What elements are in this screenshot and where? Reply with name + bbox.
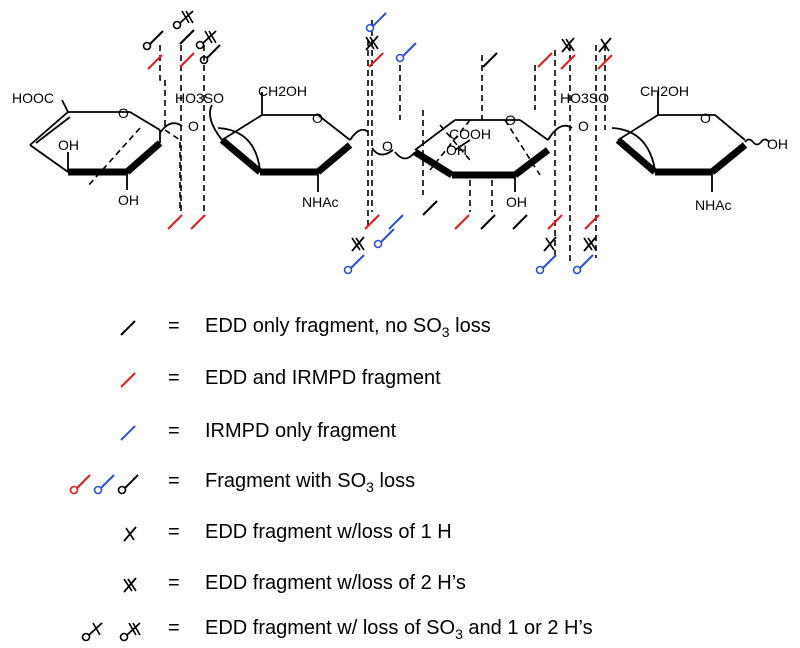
legend-entry-edd-irmpd: EDD and IRMPD fragment xyxy=(205,367,441,389)
carboxyl-label: COOH xyxy=(449,126,491,142)
red-fragment-slash xyxy=(179,52,195,68)
oligosaccharide-structure: HOOC O OH OH O HO3SO CH2OH O NHAc O xyxy=(12,10,788,275)
glycosidic-oxygen-label: O xyxy=(188,118,199,134)
so3-loss-fragment-marker xyxy=(199,44,221,65)
blue-so3-loss-marker xyxy=(535,254,557,275)
red-fragment-slash xyxy=(560,54,576,70)
fragment-markers xyxy=(142,10,613,275)
cross-ring-cleavage-lines xyxy=(87,119,541,187)
legend-black-slash-icon xyxy=(120,320,136,336)
red-fragment-slash xyxy=(190,214,206,230)
double-hash-marker xyxy=(351,236,365,252)
red-fragment-slash xyxy=(537,52,553,68)
so3-h-loss-marker xyxy=(172,10,194,30)
fragment-slash xyxy=(480,214,496,230)
ring-oxygen-label: O xyxy=(118,105,129,121)
legend-entry-so3-and-h-loss: EDD fragment w/ loss of SO3 and 1 or 2 H… xyxy=(205,617,593,642)
legend-entry-so3-loss: Fragment with SO3 loss xyxy=(205,470,415,495)
legend-blue-circle-slash-icon xyxy=(93,474,115,495)
double-hash-marker xyxy=(561,37,575,53)
red-fragment-slash xyxy=(167,214,183,230)
legend-single-hash-icon xyxy=(123,526,137,542)
legend-equals: = xyxy=(168,367,180,389)
single-hash-marker xyxy=(543,236,557,252)
red-fragment-slash xyxy=(454,214,470,230)
sulfate-label: HO3SO xyxy=(175,90,224,106)
single-hash-marker xyxy=(598,37,612,53)
ring-4: HO3SO CH2OH O NHAc OH xyxy=(560,83,788,213)
blue-so3-loss-marker xyxy=(343,254,365,275)
fragment-slash xyxy=(422,200,438,216)
hydroxyl-label: OH xyxy=(58,137,79,153)
legend-circle-double-hash-icon xyxy=(119,622,141,642)
legend-entry-loss-2h: EDD fragment w/loss of 2 H’s xyxy=(205,572,466,594)
ring-oxygen-label: O xyxy=(505,112,516,128)
sulfate-label: HO3SO xyxy=(560,90,609,106)
red-fragment-slash xyxy=(584,214,600,230)
blue-so3-loss-marker xyxy=(395,42,417,63)
hydroxyl-label: OH xyxy=(767,136,788,152)
glycosidic-oxygen-label: O xyxy=(382,138,393,154)
legend-equals: = xyxy=(168,572,180,594)
legend-entry-edd-only: EDD only fragment, no SO3 loss xyxy=(205,315,491,340)
double-hash-marker xyxy=(583,236,597,252)
legend-equals: = xyxy=(168,521,180,543)
legend-circle-single-hash-icon xyxy=(81,622,103,642)
red-fragment-slash xyxy=(547,214,563,230)
legend: = EDD only fragment, no SO3 loss = EDD a… xyxy=(69,315,593,642)
hydroxyl-label: OH xyxy=(506,194,527,210)
ch2oh-label: CH2OH xyxy=(640,83,689,99)
nhac-label: NHAc xyxy=(695,197,732,213)
hydroxyl-label: OH xyxy=(118,192,139,208)
double-hash-marker xyxy=(365,35,379,51)
ring-2: HO3SO CH2OH O NHAc xyxy=(175,83,369,210)
fragment-slash xyxy=(179,29,195,45)
red-fragment-slash xyxy=(364,214,380,230)
blue-fragment-slash xyxy=(388,214,404,230)
glycosidic-oxygen-label: O xyxy=(578,118,589,134)
legend-equals: = xyxy=(168,315,180,337)
blue-so3-loss-marker xyxy=(365,12,387,33)
red-fragment-slash xyxy=(147,54,163,70)
ch2oh-label: CH2OH xyxy=(258,83,307,99)
blue-so3-loss-marker xyxy=(572,254,594,275)
red-fragment-slash xyxy=(368,52,384,68)
ring-oxygen-label: O xyxy=(700,110,711,126)
legend-symbols xyxy=(69,320,141,642)
cleavage-lines xyxy=(159,20,606,265)
legend-blue-slash-icon xyxy=(120,425,136,441)
fragment-slash xyxy=(482,52,498,68)
so3-loss-fragment-marker xyxy=(142,30,164,51)
legend-equals: = xyxy=(168,470,180,492)
legend-red-slash-icon xyxy=(120,372,136,388)
so3-h-loss-marker xyxy=(195,30,217,50)
legend-double-hash-icon xyxy=(123,577,137,593)
blue-so3-loss-marker xyxy=(373,228,395,249)
legend-entry-irmpd-only: IRMPD only fragment xyxy=(205,420,397,442)
ring-1: HOOC O OH OH xyxy=(12,90,183,208)
legend-equals: = xyxy=(168,420,180,442)
fragment-slash xyxy=(512,214,528,230)
ring-oxygen-label: O xyxy=(312,110,323,126)
ring-3: COOH OH O OH xyxy=(413,112,573,210)
legend-red-circle-slash-icon xyxy=(69,474,91,495)
nhac-label: NHAc xyxy=(302,194,339,210)
legend-black-circle-slash-icon xyxy=(117,474,139,495)
red-fragment-slash xyxy=(597,54,613,70)
legend-equals: = xyxy=(168,617,180,639)
hydroxyl-label: OH xyxy=(446,142,467,158)
legend-entry-loss-1h: EDD fragment w/loss of 1 H xyxy=(205,521,452,543)
carboxyl-label: HOOC xyxy=(12,90,54,106)
